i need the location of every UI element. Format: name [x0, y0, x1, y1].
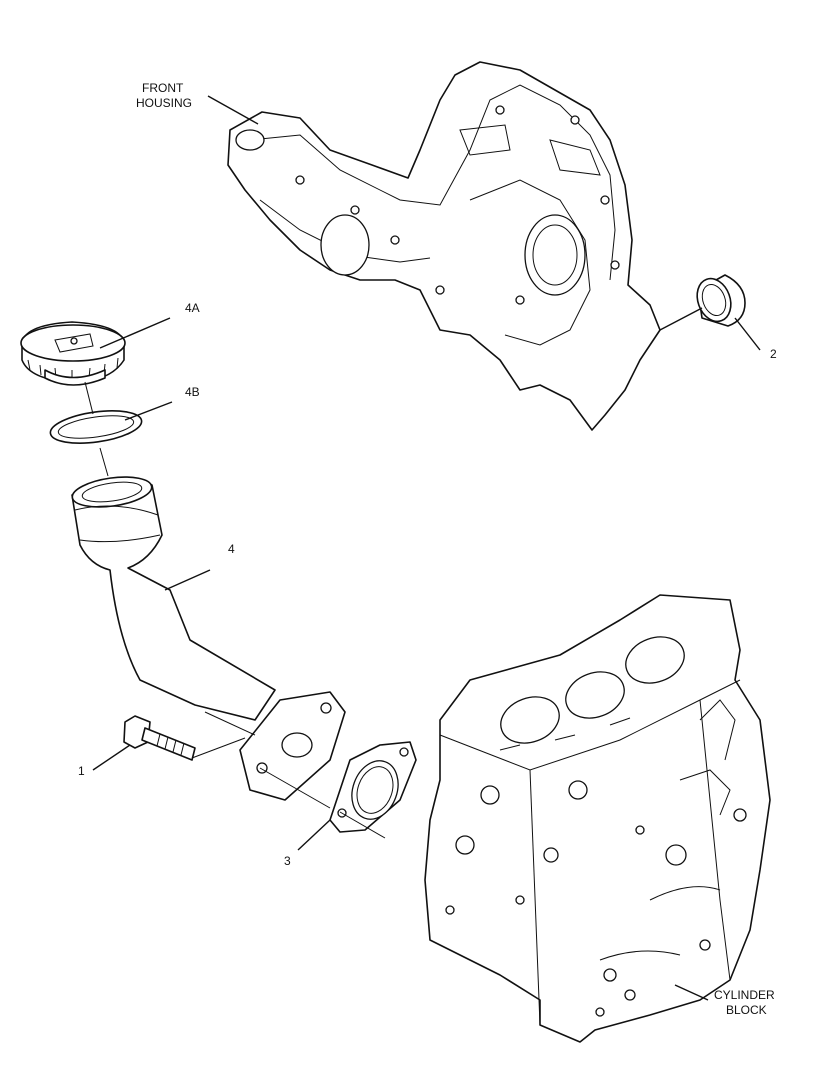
label-cylinder-block-line2: BLOCK: [726, 1003, 767, 1017]
axis-cap-ring: [84, 381, 94, 415]
front-seal: [696, 274, 746, 327]
callout-4: 4: [228, 542, 235, 556]
axis-gasket-block: [339, 811, 386, 839]
leader-3: [297, 819, 331, 851]
leader-cylinder-block: [674, 984, 709, 1001]
leader-2: [734, 317, 761, 351]
leader-4a: [99, 317, 171, 349]
axis-flange-gasket: [259, 767, 331, 809]
leader-front-housing: [207, 95, 259, 125]
axis-ring-tube: [99, 447, 109, 477]
callout-labels: FRONT HOUSING CYLINDER BLOCK 2 4A 4B 4 1…: [78, 81, 777, 1017]
filler-tube: [71, 476, 346, 801]
leader-2b: [659, 307, 703, 331]
callout-2: 2: [770, 347, 777, 361]
callout-4a: 4A: [185, 301, 200, 315]
leader-1: [92, 744, 131, 771]
leader-4b: [124, 401, 173, 421]
leader-4: [164, 569, 211, 591]
axis-bolt-flange: [191, 737, 246, 759]
callout-4b: 4B: [185, 385, 200, 399]
label-cylinder-block-line1: CYLINDER: [714, 988, 775, 1002]
callout-3: 3: [284, 854, 291, 868]
filler-cap: [20, 321, 126, 386]
leader-lines: [84, 95, 761, 1001]
cylinder-block: [424, 594, 771, 1043]
filler-seal-ring: [49, 410, 143, 444]
bolt: [123, 715, 196, 761]
label-front-housing-line2: HOUSING: [136, 96, 192, 110]
axis-tube-bolt: [204, 711, 256, 736]
callout-1: 1: [78, 764, 85, 778]
flange-gasket: [329, 741, 417, 833]
label-front-housing-line1: FRONT: [142, 81, 184, 95]
front-housing: [227, 61, 661, 431]
